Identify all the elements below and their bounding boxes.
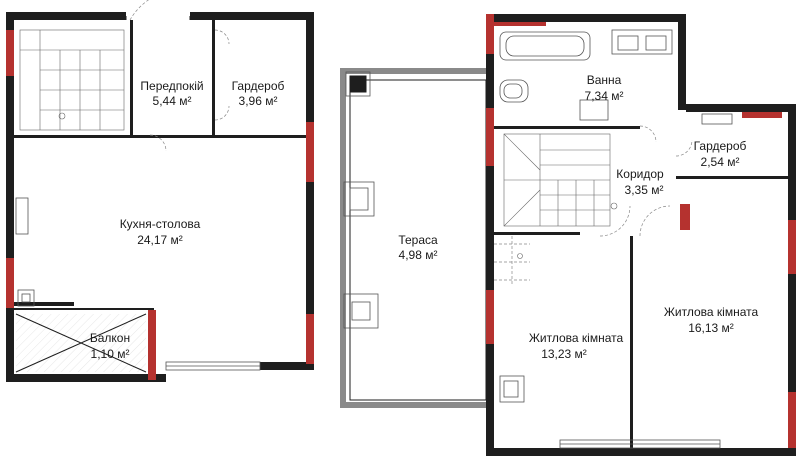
accent-wall <box>486 14 494 54</box>
room-area-terrace: 4,98 м² <box>399 248 438 262</box>
bottom-wall-right <box>260 362 314 370</box>
bathtub <box>499 31 591 61</box>
inner-wall <box>14 135 306 138</box>
inner-wall <box>676 176 788 179</box>
accent-wall <box>788 392 796 448</box>
room-area-living1: 13,23 м² <box>541 347 587 361</box>
room-name-terrace: Тераса <box>398 233 438 247</box>
right-outer-wall <box>306 12 314 370</box>
shaft <box>343 293 379 329</box>
inner-wall <box>212 20 215 135</box>
balcony-wall <box>14 302 74 306</box>
inner-wall <box>630 236 633 448</box>
left-unit: Передпокій 5,44 м² Гардероб 3,96 м² Кухн… <box>6 0 314 382</box>
accent-wall <box>148 310 156 380</box>
room-name-wardrobe1: Гардероб <box>232 79 285 93</box>
right-unit: Ванна 7,34 м² Коридор 3,35 м² Гардероб 2… <box>486 14 796 456</box>
toilet <box>499 79 529 103</box>
stair-right-unit <box>503 133 618 227</box>
terrace-top-wall <box>340 68 486 74</box>
vent-shaft <box>17 289 35 307</box>
inner-wall <box>494 126 640 129</box>
shaft <box>343 181 375 217</box>
terrace-left-wall <box>340 68 346 408</box>
room-name-wardrobe2: Гардероб <box>694 139 747 153</box>
room-area-hall: 5,44 м² <box>153 94 192 108</box>
accent-wall <box>742 112 782 118</box>
accent-wall <box>306 122 314 182</box>
bottom-wall <box>486 448 796 456</box>
room-area-living2: 16,13 м² <box>688 321 734 335</box>
left-wall <box>486 14 494 456</box>
terrace-unit: Тераса 4,98 м² <box>340 68 487 408</box>
vent-shaft <box>499 375 525 403</box>
right-wall <box>788 104 796 456</box>
room-name-hall: Передпокій <box>140 79 203 93</box>
top-wall <box>486 14 686 22</box>
accent-wall <box>306 314 314 364</box>
accent-wall <box>486 290 494 344</box>
room-name-corridor: Коридор <box>616 167 664 181</box>
accent-wall <box>486 22 546 26</box>
accent-wall <box>788 220 796 274</box>
accent-wall <box>6 30 14 76</box>
room-area-wardrobe2: 2,54 м² <box>701 155 740 169</box>
room-area-balcony: 1,10 м² <box>91 347 130 361</box>
room-name-balcony: Балкон <box>90 331 130 345</box>
terrace-bottom-wall <box>340 402 486 408</box>
radiator <box>701 113 733 125</box>
top-wall-left <box>6 12 126 20</box>
shaft <box>345 71 371 97</box>
accent-wall <box>680 204 690 230</box>
stair-upper-left <box>19 29 125 131</box>
top-wall-right <box>190 12 314 20</box>
room-name-bath: Ванна <box>587 73 622 87</box>
room-area-wardrobe1: 3,96 м² <box>239 94 278 108</box>
left-outer-wall <box>6 12 14 382</box>
inner-wall <box>494 232 580 235</box>
inner-wall <box>130 20 133 135</box>
sink <box>611 29 673 55</box>
room-area-bath: 7,34 м² <box>585 89 624 103</box>
bath-right-wall <box>678 14 686 110</box>
accent-wall <box>6 258 14 308</box>
room-name-living1: Житлова кімната <box>529 331 624 345</box>
stair-lower-ghost <box>494 236 530 286</box>
room-name-kitchen: Кухня-столова <box>120 217 201 231</box>
bottom-wall-balcony <box>6 374 166 382</box>
room-area-kitchen: 24,17 м² <box>137 233 183 247</box>
radiator <box>15 197 29 235</box>
balcony-wall <box>14 308 154 310</box>
room-area-corridor: 3,35 м² <box>625 183 664 197</box>
washer <box>579 99 609 121</box>
entrance-door-arc <box>129 0 150 21</box>
wardrobe-top-wall <box>686 104 796 112</box>
accent-wall <box>486 108 494 166</box>
room-name-living2: Житлова кімната <box>664 305 759 319</box>
